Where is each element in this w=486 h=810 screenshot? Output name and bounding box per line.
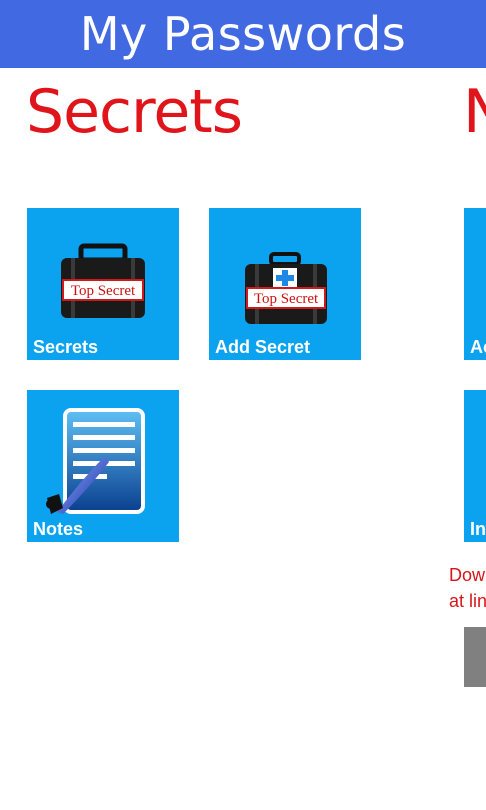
badge-text: Top Secret [71,283,136,299]
peek-description: Dow at lin [449,562,486,614]
app-title-bar: My Passwords [0,0,486,68]
add-secret-tile[interactable]: Top Secret Add Secret [209,208,361,360]
peek-tile-2[interactable]: In [464,390,486,542]
peek-text-line: at lin [449,591,486,611]
briefcase-add-icon: Top Secret [245,252,327,324]
tile-label: Secrets [33,337,99,357]
peek-text-line: Dow [449,565,486,585]
briefcase-top-secret-icon: Top Secret [61,243,145,318]
tile-label: Add Secret [215,337,311,357]
badge-text: Top Secret [254,291,319,307]
peek-button[interactable] [464,627,486,687]
tile-label: Ac [470,337,486,357]
next-section-title-partial[interactable]: N [463,77,486,147]
tile-label: In [470,519,486,539]
notes-quill-icon [46,408,145,514]
section-title: Secrets [26,77,243,147]
app-title: My Passwords [79,7,407,61]
secrets-tile[interactable]: Top Secret Secrets [27,208,179,360]
peek-tile-1[interactable]: Ac [464,208,486,360]
notes-tile[interactable]: Notes [27,390,179,542]
tile-label: Notes [33,519,84,539]
